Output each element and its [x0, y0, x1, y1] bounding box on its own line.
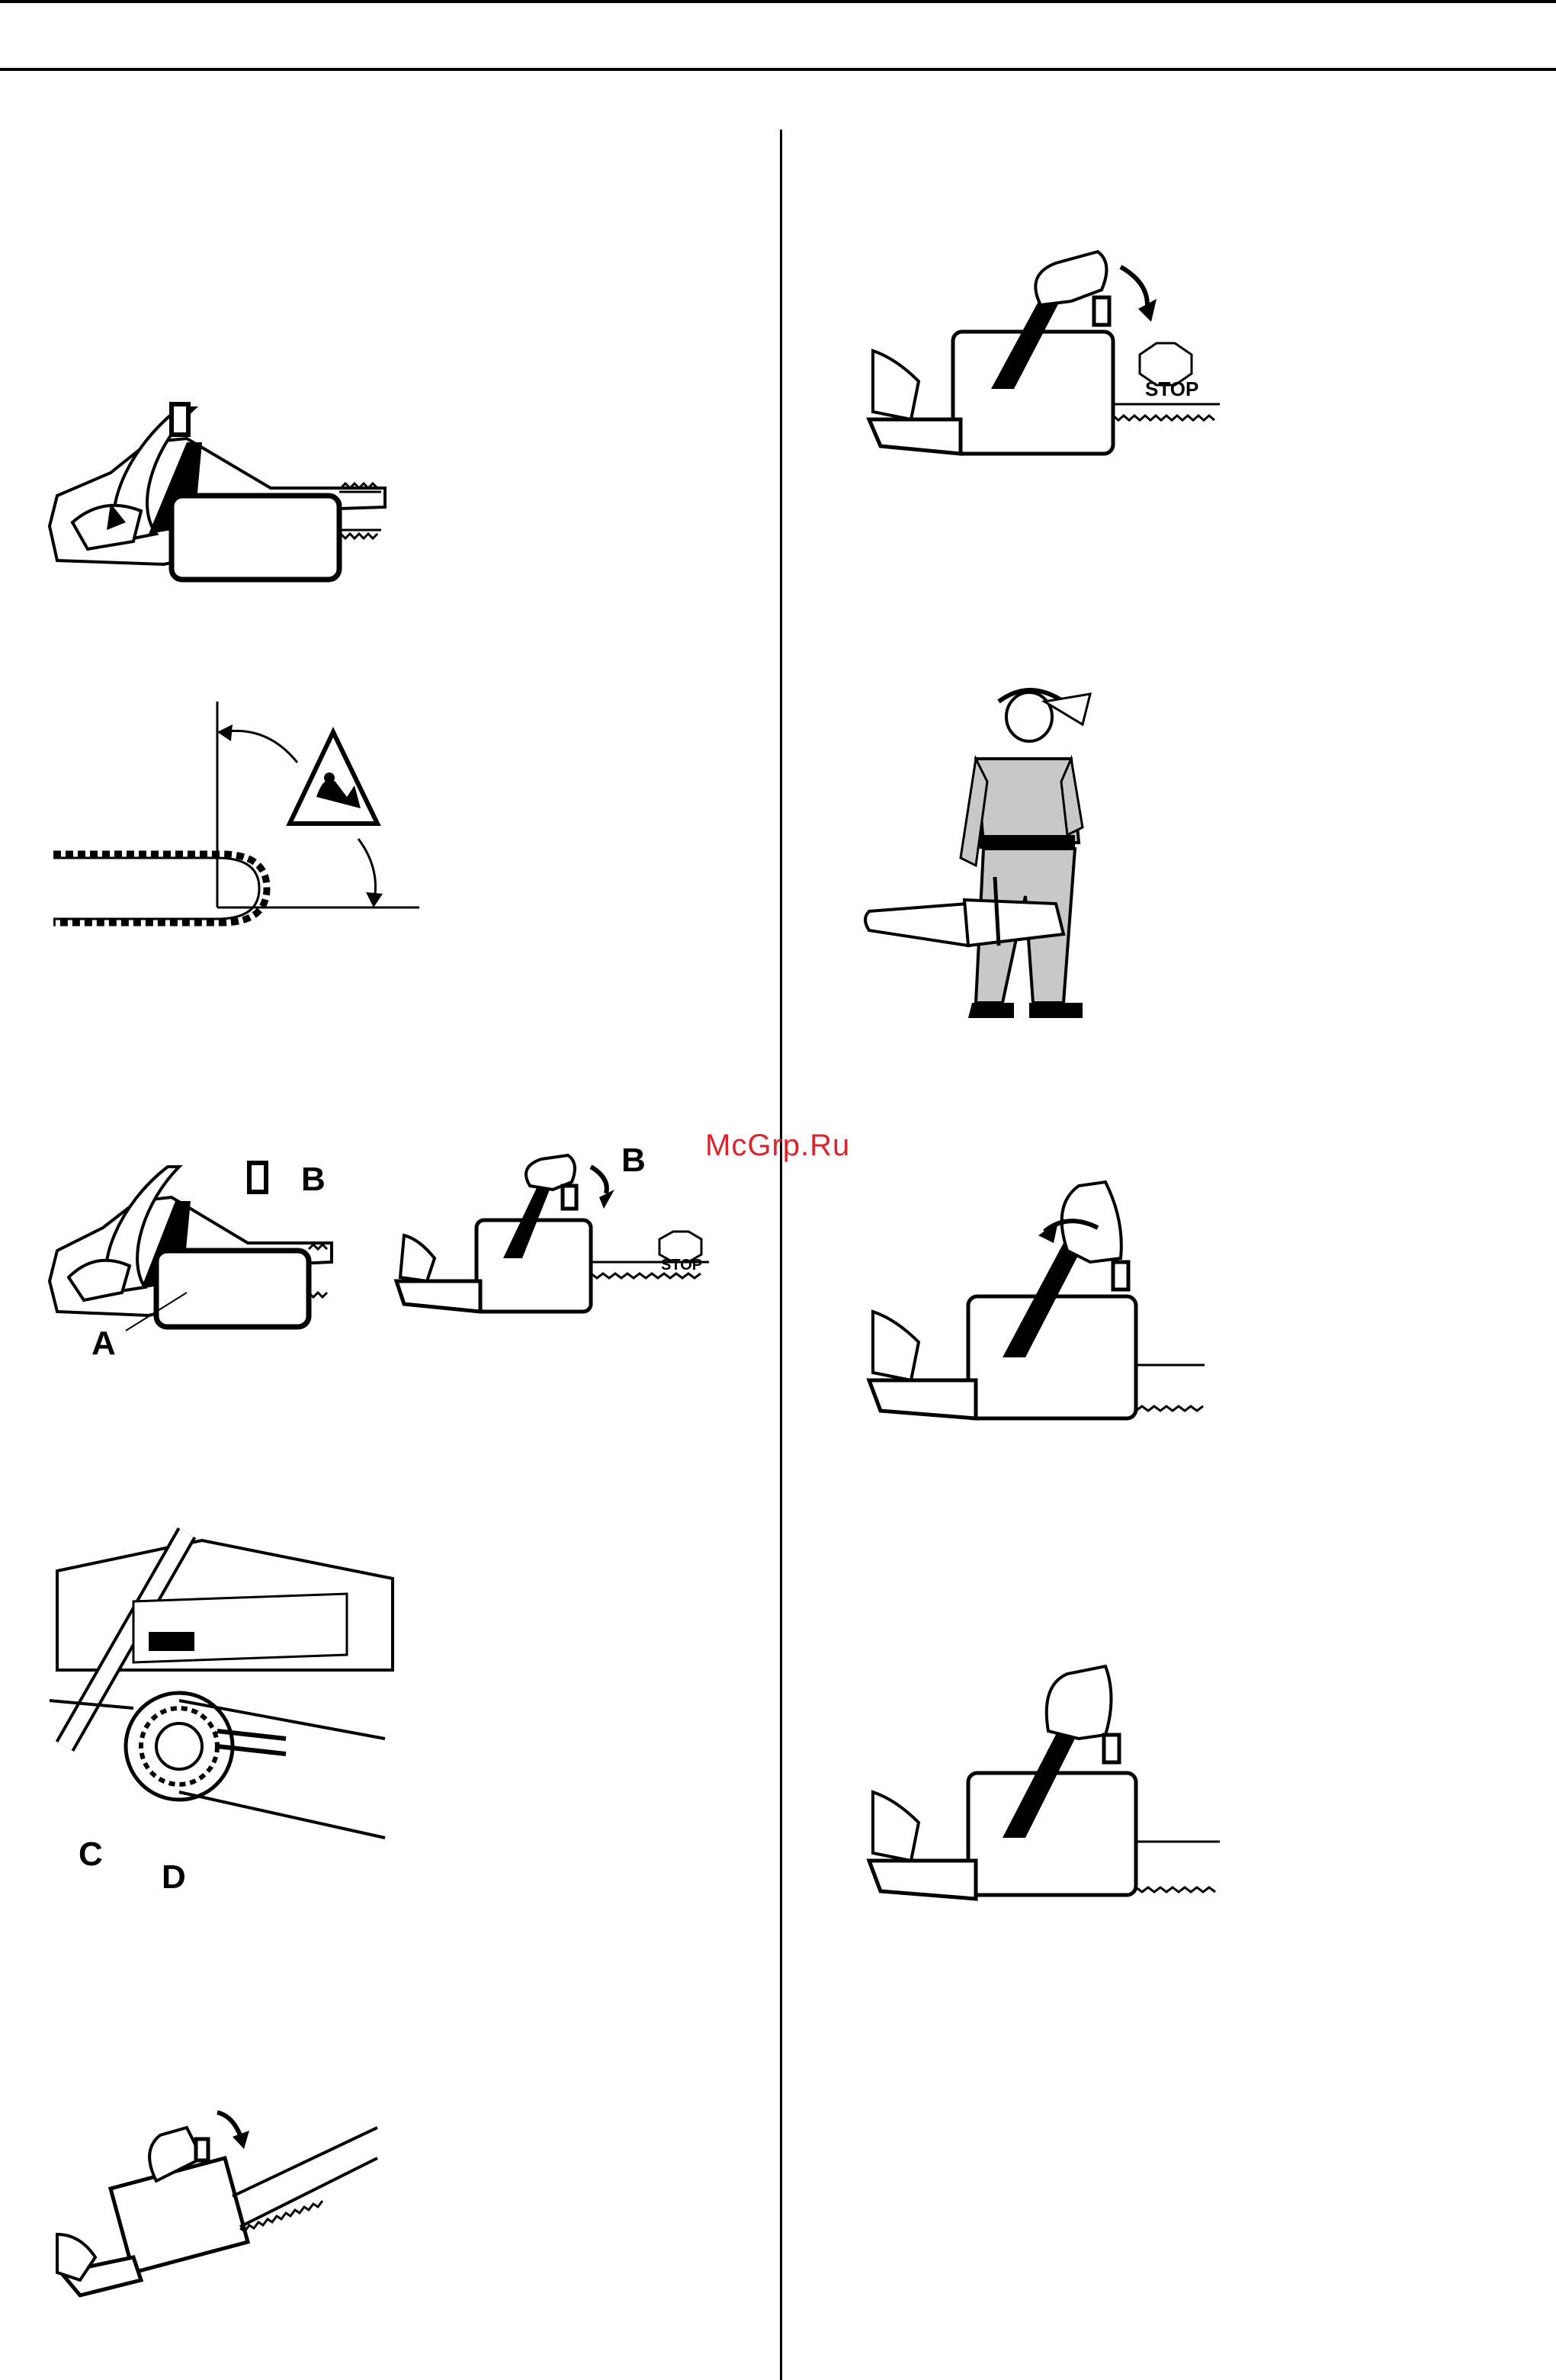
chainsaw-labelled-a-b-figure [42, 1159, 339, 1323]
stop-sign-text-2: STOP [1145, 377, 1198, 401]
clutch-sprocket-figure [42, 1518, 385, 1868]
chain-brake-activation-figure [389, 1144, 724, 1319]
top-rule [0, 0, 1556, 3]
operator-carrying-chainsaw-figure [861, 683, 1113, 1049]
column-divider [780, 130, 782, 2380]
kickback-zone-figure [46, 702, 427, 961]
callout-label-d: D [162, 1861, 186, 1894]
callout-label-c: C [79, 1838, 103, 1871]
chainsaw-chain-brake-figure [42, 397, 393, 572]
callout-label-b-right: B [621, 1144, 646, 1177]
callout-label-b-left: B [301, 1163, 326, 1196]
callout-leader-a [122, 1289, 191, 1335]
header-rule [0, 68, 1556, 71]
watermark-text: McGrp.Ru [705, 1129, 850, 1163]
brake-pull-stop-figure [858, 229, 1224, 458]
brake-reset-figure [861, 1174, 1212, 1426]
tilted-chainsaw-brake-figure [50, 2051, 385, 2311]
stop-sign-text-1: STOP [661, 1257, 702, 1274]
brake-released-figure [861, 1655, 1227, 1906]
callout-label-a: A [91, 1327, 116, 1360]
